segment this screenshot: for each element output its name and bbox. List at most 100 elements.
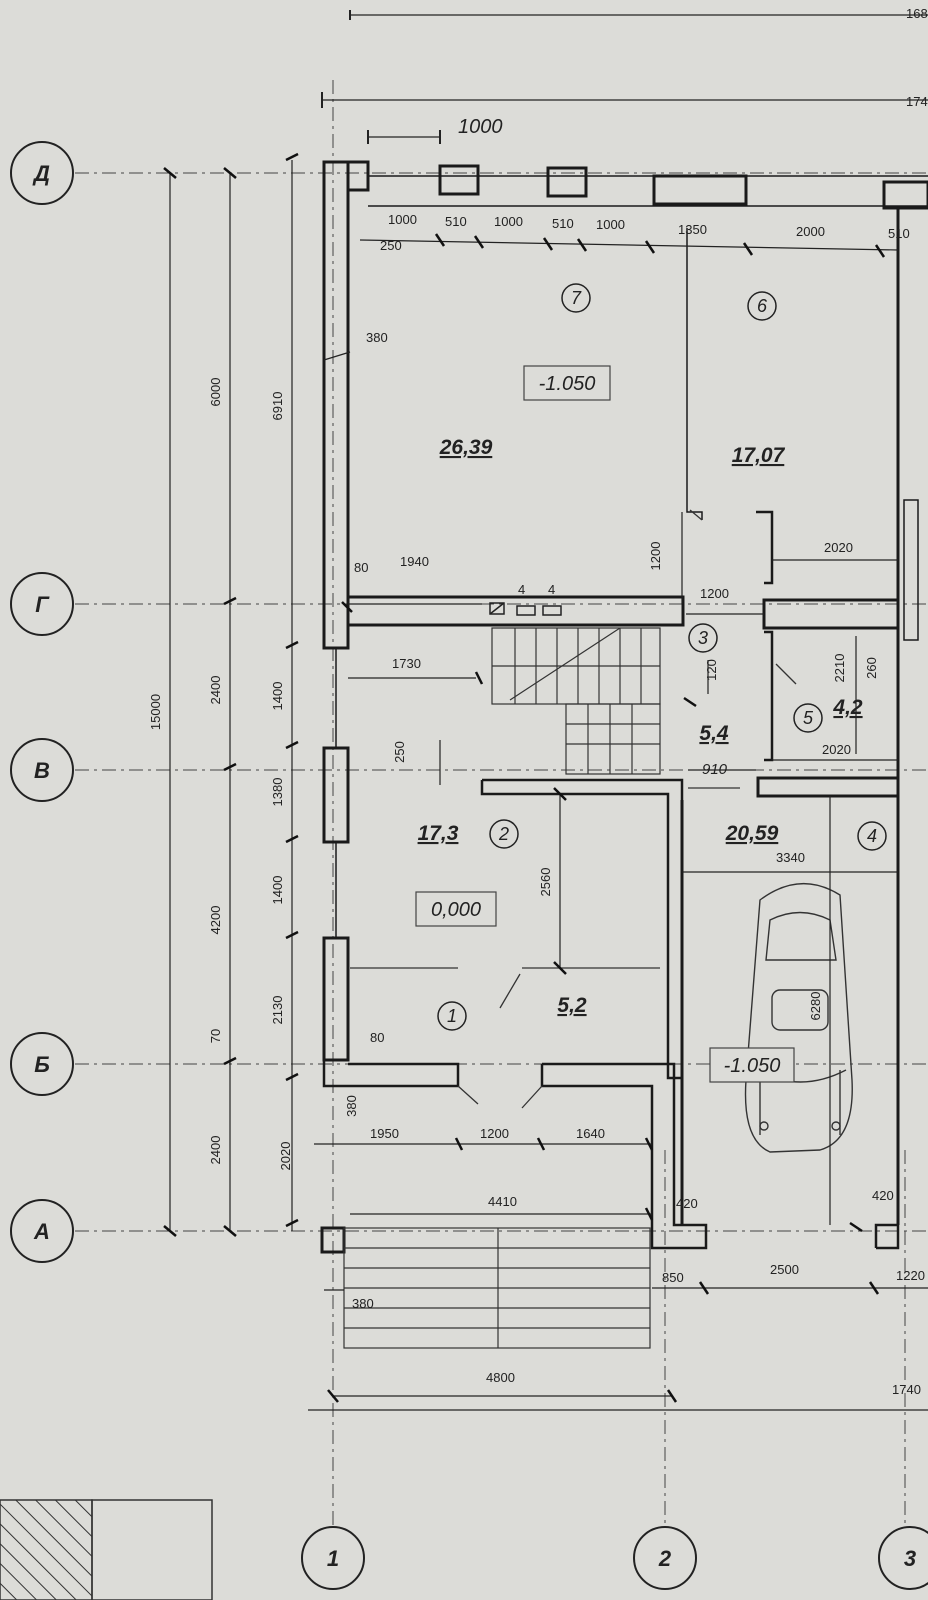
dim-wall-80-top: 80 (354, 560, 368, 575)
dimension-ticks (163, 152, 886, 1403)
dim-stair-4a: 4 (518, 582, 525, 597)
car-icon (744, 883, 853, 1153)
dim-top-overall-1: 168 (906, 6, 928, 21)
dim-door-910: 910 (702, 761, 728, 778)
dim-inner-chain-1: 1400 (270, 682, 285, 711)
dim-left-chain-3: 70 (208, 1029, 223, 1043)
dim-bottom-2500: 2500 (770, 1262, 799, 1277)
dim-left-chain-1: 2400 (208, 676, 223, 705)
dim-stair-250: 250 (392, 741, 407, 763)
room-3-number: 3 (698, 628, 708, 648)
axis-grid-lines (75, 80, 928, 1528)
room-6-number: 6 (757, 296, 768, 316)
dim-inner-chain-3: 1400 (270, 876, 285, 905)
dim-wall-380-top: 380 (366, 330, 388, 345)
dim-top-chain-5: 1350 (678, 222, 707, 237)
dim-inner-chain-4: 2130 (270, 996, 285, 1025)
ventilation-blocks (489, 602, 562, 616)
dim-wall-80-bottom: 80 (370, 1030, 384, 1045)
axis-marker-1: 1 (301, 1526, 365, 1590)
dim-bottom-850: 850 (662, 1270, 684, 1285)
dim-inner-chain-2: 1380 (270, 778, 285, 807)
axis-label-3: 3 (904, 1546, 916, 1571)
dim-room5-2020b: 2020 (822, 742, 851, 757)
stairs (343, 627, 661, 1349)
axis-marker-A: А (10, 1199, 74, 1263)
room-4-level: -1.050 (724, 1055, 781, 1077)
dim-top-offset: 250 (380, 238, 402, 253)
dim-top-chain-6: 2000 (796, 224, 825, 239)
column-axis-markers: 1 2 3 (301, 1526, 928, 1590)
axis-marker-2: 2 (633, 1526, 697, 1590)
dim-bottom-1740: 1740 (892, 1382, 921, 1397)
room-7-level: -1.050 (539, 373, 596, 395)
dim-bottom-1200: 1200 (480, 1126, 509, 1141)
dim-room6-1200v: 1200 (648, 542, 663, 571)
dim-top-chain-7: 510 (888, 226, 910, 241)
room-1-number: 1 (447, 1006, 457, 1026)
axis-label-A: А (33, 1219, 50, 1244)
axis-marker-D: Д (10, 141, 74, 205)
dimension-lines (169, 10, 928, 1411)
dim-room5-260: 260 (864, 657, 879, 679)
dim-room5-120: 120 (704, 659, 719, 681)
dim-stair-4b: 4 (548, 582, 555, 597)
dim-room5-2210: 2210 (832, 654, 847, 683)
dim-room2-2560: 2560 (538, 868, 553, 897)
dim-bottom-4800: 4800 (486, 1370, 515, 1385)
room-4-area: 20,59 (725, 822, 779, 845)
dim-inner-chain-5: 2020 (278, 1142, 293, 1171)
dim-inner-chain-0: 6910 (270, 392, 285, 421)
top-dimension-labels: 168 174 1000 1000 510 1000 510 1000 1350… (380, 6, 928, 253)
bottom-dimension-labels: 1950 1200 1640 4410 420 420 850 2500 122… (352, 1126, 925, 1397)
room-5-area: 4,2 (832, 696, 863, 719)
room-2-number: 2 (498, 824, 509, 844)
axis-label-G: Г (35, 592, 50, 617)
room-4-number: 4 (867, 826, 877, 846)
dim-bottom-1640: 1640 (576, 1126, 605, 1141)
walls (320, 160, 928, 1254)
dim-wall-380-bottom: 380 (352, 1296, 374, 1311)
dim-left-chain-2: 4200 (208, 906, 223, 935)
room-2-level: 0,000 (431, 899, 481, 921)
dim-garage-6280: 6280 (808, 992, 823, 1021)
axis-label-1: 1 (327, 1546, 339, 1571)
room-5-number: 5 (803, 708, 814, 728)
dim-top-chain-4: 1000 (596, 217, 625, 232)
dim-room6-2020a: 2020 (824, 540, 853, 555)
dim-bottom-1950: 1950 (370, 1126, 399, 1141)
door-swings (350, 509, 797, 1109)
dim-bottom-420a: 420 (676, 1196, 698, 1211)
dim-top-window-width: 1000 (458, 116, 503, 138)
axis-marker-B: Б (10, 1032, 74, 1096)
dim-garage-3340: 3340 (776, 850, 805, 865)
dim-corridor-1730: 1730 (392, 656, 421, 671)
dim-bottom-420b: 420 (872, 1188, 894, 1203)
dim-left-chain-0: 6000 (208, 378, 223, 407)
room-7-area: 26,39 (439, 436, 493, 459)
dim-top-chain-0: 1000 (388, 212, 417, 227)
room-6-area: 17,07 (732, 444, 786, 467)
dim-wall-380-mid: 380 (344, 1095, 359, 1117)
hatched-area (0, 1499, 213, 1600)
dim-top-chain-1: 510 (445, 214, 467, 229)
axis-label-B: Б (34, 1052, 50, 1077)
room-7-number: 7 (571, 288, 582, 308)
axis-label-D: Д (32, 161, 50, 186)
axis-marker-G: Г (10, 572, 74, 636)
room-1-area: 5,2 (557, 994, 587, 1017)
dim-top-chain-3: 510 (552, 216, 574, 231)
dim-bottom-1220: 1220 (896, 1268, 925, 1283)
room-2-area: 17,3 (418, 822, 459, 845)
dim-top-overall-2: 174 (906, 94, 928, 109)
axis-label-V: В (34, 758, 50, 783)
row-axis-markers: Д Г В Б А (10, 141, 74, 1263)
left-dimension-labels: 15000 6000 2400 4200 70 2400 6910 1400 1… (148, 378, 293, 1171)
dim-bottom-4410: 4410 (488, 1194, 517, 1209)
dim-top-chain-2: 1000 (494, 214, 523, 229)
interior-dimension-labels: 380 80 1940 4 4 1730 250 1200 1200 2020 … (344, 330, 879, 1117)
dim-corridor-1940: 1940 (400, 554, 429, 569)
room-3-area: 5,4 (699, 722, 729, 745)
dim-left-chain-4: 2400 (208, 1136, 223, 1165)
